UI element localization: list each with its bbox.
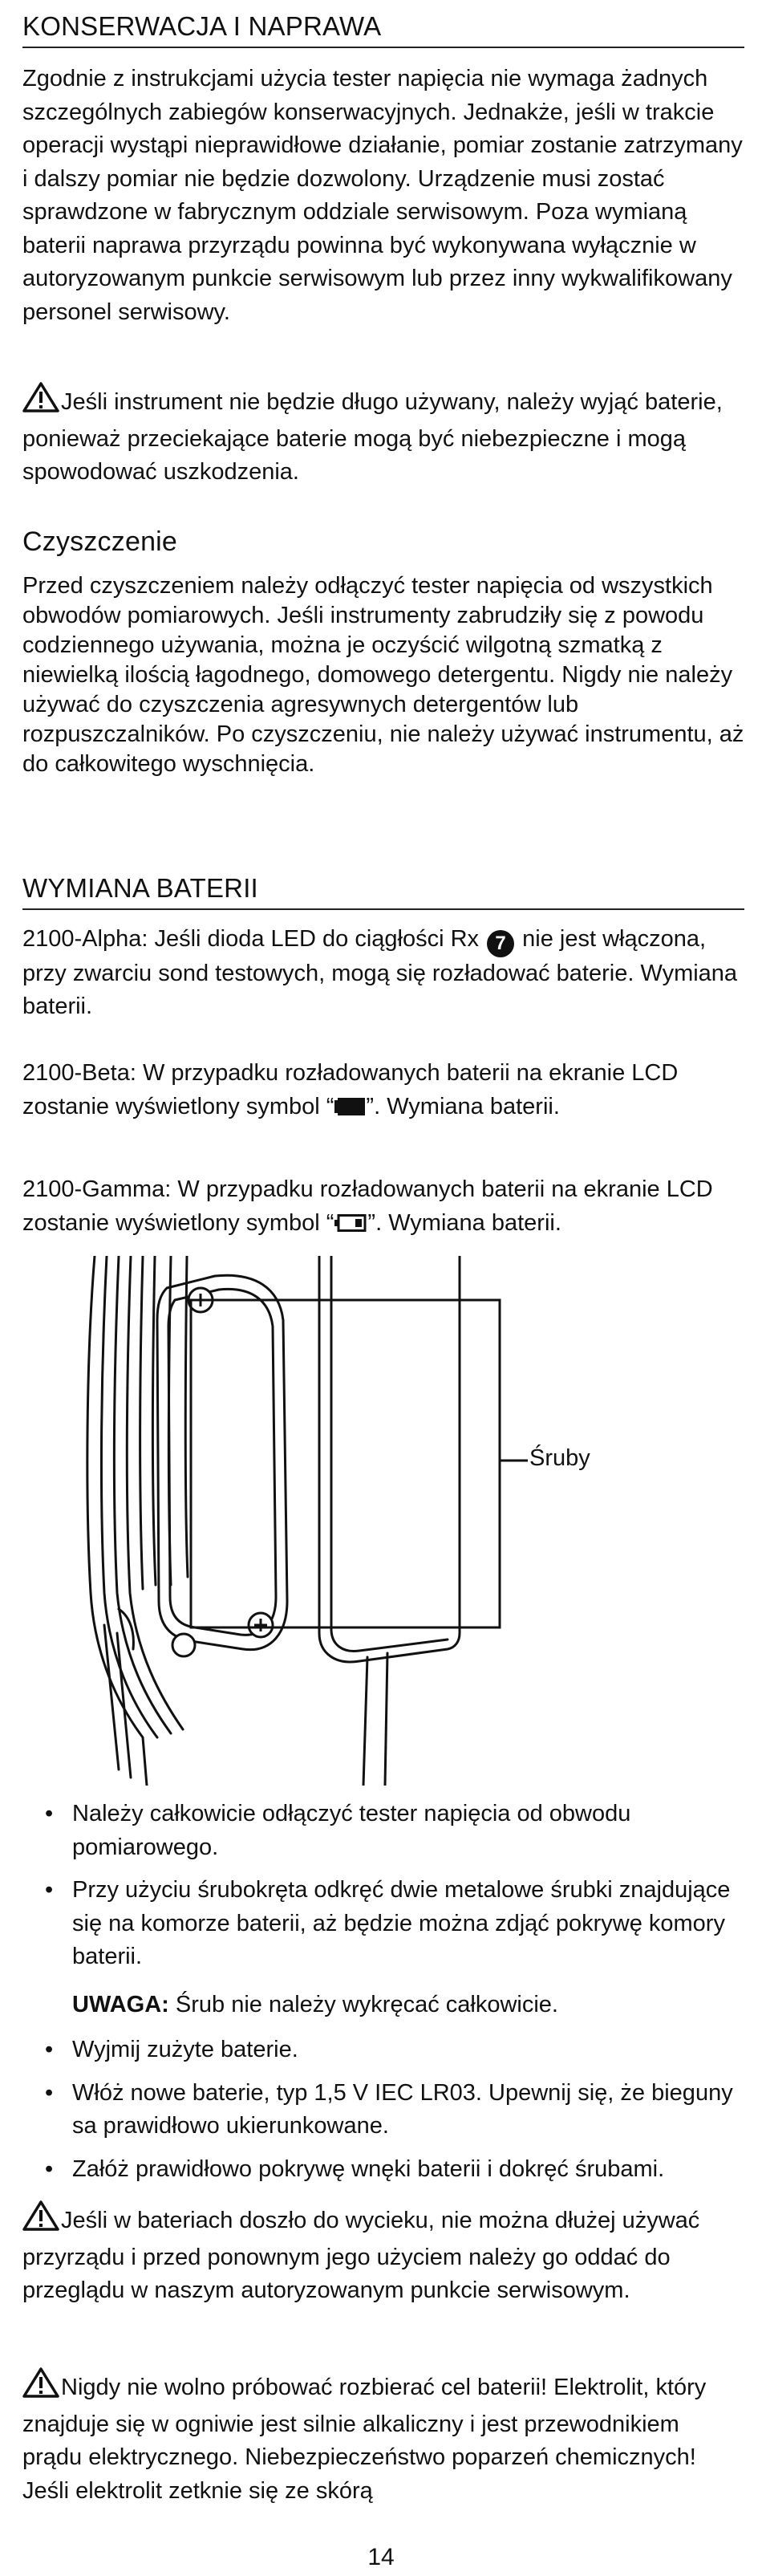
beta-paragraph: 2100-Beta: W przypadku rozładowanych bat… [22,1057,744,1125]
bullet-icon: • [45,1801,54,1826]
leak-warning-text: Jeśli w bateriach doszło do wycieku, nie… [22,2208,700,2303]
cleaning-paragraph: Przed czyszczeniem należy odłączyć teste… [22,573,744,777]
list-item: • Przy użyciu śrubokręta odkręć dwie meta… [22,1874,744,1974]
electrolyte-warning-text: Nigdy nie wolno próbować rozbierać cel b… [22,2375,707,2504]
bullet-icon: • [45,2155,54,2182]
section-heading-battery: WYMIANA BATERII [22,873,744,910]
bullet-icon: • [45,2037,54,2062]
maintenance-paragraph: Zgodnie z instrukcjami użycia tester nap… [22,66,743,325]
screws-label: Śruby [529,1445,590,1471]
list-item-text: Włóż nowe baterie, typ 1,5 V IEC LR03. U… [72,2079,733,2139]
gamma-text-end: ”. Wymiana baterii. [367,1209,561,1236]
list-item: • Załóż prawidłowo pokrywę wnęki baterii … [22,2153,744,2187]
list-item: • Należy całkowicie odłączyć tester napię… [22,1798,744,1864]
cleaning-heading: Czyszczenie [22,526,178,557]
battery-compartment-figure: Śruby [71,1254,712,1787]
device-drawing [86,1254,528,1787]
note-line: UWAGA: Śrub nie należy wykręcać całkowic… [72,1989,558,2022]
warning-triangle-icon [22,2367,59,2408]
section-heading-maintenance: KONSERWACJA I NAPRAWA [22,11,744,48]
alpha-text-start: 2100-Alpha: Jeśli dioda LED do ciągłości… [22,926,486,952]
maintenance-warning-text: Jeśli instrument nie będzie długo używan… [22,389,723,485]
warning-triangle-icon [22,2200,59,2241]
battery-full-icon [334,1092,366,1126]
page-number: 14 [367,2544,395,2570]
leak-warning: Jeśli w bateriach doszło do wycieku, nie… [22,2200,744,2308]
warning-triangle-icon [22,382,59,423]
note-text: Śrub nie należy wykręcać całkowicie. [168,1992,558,2017]
list-item-text: Należy całkowicie odłączyć tester napięc… [72,1801,631,1860]
list-item: • Wyjmij zużyte baterie. [22,2034,744,2067]
list-item-text: Przy użyciu śrubokręta odkręć dwie metal… [72,1877,731,1969]
beta-text-start: 2100-Beta: W przypadku rozładowanych bat… [22,1060,679,1119]
alpha-text-end: nie jest włączona, przy zwarciu sond tes… [22,926,738,1020]
bullet-icon: • [45,1877,54,1903]
maintenance-warning: Jeśli instrument nie będzie długo używan… [22,382,744,490]
gamma-text-start: 2100-Gamma: W przypadku rozładowanych ba… [22,1176,713,1236]
battery-steps-list-2: • Wyjmij zużyte baterie. • Włóż nowe bater… [22,2034,744,2196]
battery-steps-list: • Należy całkowicie odłączyć tester napię… [22,1798,744,1984]
list-item-text: Wyjmij zużyte baterie. [72,2037,298,2062]
screw-icon [247,1611,274,1639]
note-label: UWAGA: [72,1992,169,2017]
gamma-paragraph: 2100-Gamma: W przypadku rozładowanych ba… [22,1173,744,1241]
led-number-badge: 7 [487,929,515,957]
electrolyte-warning: Nigdy nie wolno próbować rozbierać cel b… [22,2367,744,2508]
beta-text-end: ”. Wymiana baterii. [366,1093,560,1119]
list-item-text: Załóż prawidłowo pokrywę wnęki baterii i… [72,2155,665,2182]
bullet-icon: • [45,2079,54,2106]
list-item: • Włóż nowe baterie, typ 1,5 V IEC LR03. … [22,2077,744,2143]
alpha-paragraph: 2100-Alpha: Jeśli dioda LED do ciągłości… [22,923,744,1024]
battery-low-icon [334,1209,367,1242]
